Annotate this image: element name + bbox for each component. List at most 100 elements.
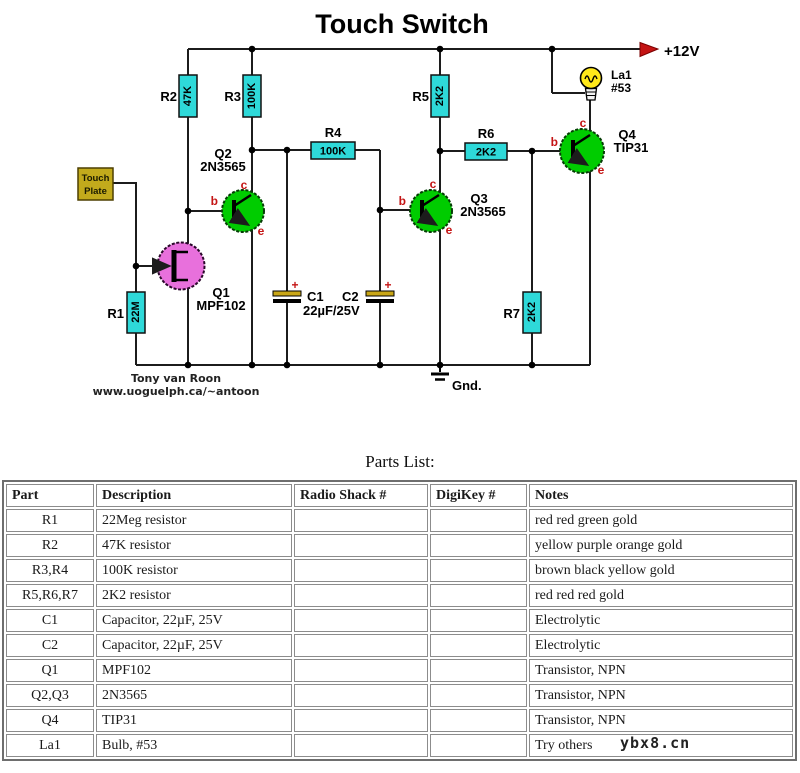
- circuit-diagram: Touch Switch: [77, 9, 699, 398]
- resistor-r2: R2 47K: [160, 74, 198, 118]
- bulb-icon: [579, 66, 603, 90]
- circuit-wires: [113, 48, 640, 366]
- cell-digikey: [430, 559, 527, 582]
- resistor-r1: R1 22M: [107, 291, 146, 334]
- cell-radio-shack: [294, 659, 428, 682]
- pin-label-e: e: [258, 224, 265, 238]
- transistor-part: MPF102: [196, 298, 245, 313]
- parts-list-heading: Parts List:: [365, 452, 435, 471]
- col-header-digikey: DigiKey #: [430, 484, 527, 507]
- pin-label-c: c: [430, 177, 437, 191]
- resistor-value: 47K: [182, 86, 194, 106]
- cell-digikey: [430, 534, 527, 557]
- resistor-body: [464, 142, 508, 161]
- table-row: R1 22Meg resistor red red green gold: [6, 509, 793, 532]
- cell-radio-shack: [294, 709, 428, 732]
- cell-description: MPF102: [96, 659, 292, 682]
- table-row: C2 Capacitor, 22µF, 25V Electrolytic: [6, 634, 793, 657]
- resistor-value: 2K2: [476, 147, 496, 159]
- cell-description: Capacitor, 22µF, 25V: [96, 634, 292, 657]
- lamp-part: #53: [611, 81, 631, 95]
- cell-radio-shack: [294, 584, 428, 607]
- cell-part: Q2,Q3: [6, 684, 94, 707]
- resistor-name: R2: [160, 89, 177, 104]
- resistor-body: [126, 291, 146, 334]
- credit-name: Tony van Roon: [131, 372, 221, 385]
- table-header-row: Part Description Radio Shack # DigiKey #…: [6, 484, 793, 507]
- touch-plate-label-2: Plate: [84, 186, 107, 197]
- cell-description: Capacitor, 22µF, 25V: [96, 609, 292, 632]
- cell-radio-shack: [294, 509, 428, 532]
- fet-channel-bar: [171, 250, 177, 282]
- cell-notes: brown black yellow gold: [529, 559, 793, 582]
- transistor-name: Q3: [470, 191, 487, 206]
- resistor-body: [310, 141, 356, 160]
- lamp-name: La1: [611, 68, 632, 82]
- cell-part: C1: [6, 609, 94, 632]
- ground-label: Gnd.: [452, 378, 482, 393]
- cell-notes: Try others: [529, 734, 793, 757]
- table-row: R5,R6,R7 2K2 resistor red red red gold: [6, 584, 793, 607]
- resistor-body: [178, 74, 198, 118]
- resistor-r3: R3 100K: [224, 74, 262, 118]
- cap-shared-value: 22µF/25V: [303, 303, 360, 318]
- resistor-r6: R6 2K2: [464, 126, 508, 161]
- cell-digikey: [430, 659, 527, 682]
- cell-radio-shack: [294, 734, 428, 757]
- junction-dots: [132, 45, 556, 369]
- cap-plate-negative: [273, 299, 301, 303]
- cap-plate-positive: [365, 290, 395, 297]
- cap-plate-positive: [272, 290, 302, 297]
- resistor-value: 100K: [246, 83, 258, 109]
- cell-part: Q1: [6, 659, 94, 682]
- resistor-body: [522, 291, 542, 334]
- resistor-value: 22M: [130, 301, 142, 322]
- capacitor-c2: +: [365, 278, 395, 303]
- cell-notes: Transistor, NPN: [529, 709, 793, 732]
- resistor-r7: R7 2K2: [503, 291, 542, 334]
- table-row: Q4 TIP31 Transistor, NPN: [6, 709, 793, 732]
- watermark: ybx8.cn: [620, 734, 691, 752]
- cap-plate-negative: [366, 299, 394, 303]
- pin-label-e: e: [446, 223, 453, 237]
- parts-list-table: Part Description Radio Shack # DigiKey #…: [2, 480, 797, 761]
- cap-c1-label: C1: [307, 289, 324, 304]
- resistor-name: R3: [224, 89, 241, 104]
- table-row: C1 Capacitor, 22µF, 25V Electrolytic: [6, 609, 793, 632]
- supply-arrow-icon: [639, 41, 660, 58]
- resistor-name: R1: [107, 306, 124, 321]
- transistor-name: Q1: [212, 285, 229, 300]
- resistor-body: [242, 74, 262, 118]
- touch-plate-label-1: Touch: [82, 173, 110, 184]
- cell-radio-shack: [294, 634, 428, 657]
- cell-notes: Electrolytic: [529, 609, 793, 632]
- resistor-value: 100K: [320, 146, 346, 158]
- cell-description: 100K resistor: [96, 559, 292, 582]
- cell-description: 22Meg resistor: [96, 509, 292, 532]
- touch-plate: Touch Plate: [77, 167, 114, 201]
- cap-plus: +: [291, 278, 298, 292]
- cell-description: 2K2 resistor: [96, 584, 292, 607]
- table-row: La1 Bulb, #53 Try others: [6, 734, 793, 757]
- resistor-value: 2K2: [434, 86, 446, 106]
- cell-description: 47K resistor: [96, 534, 292, 557]
- cell-description: 2N3565: [96, 684, 292, 707]
- cell-description: Bulb, #53: [96, 734, 292, 757]
- capacitor-c1: +: [272, 278, 302, 303]
- resistor-name: R5: [412, 89, 429, 104]
- pin-label-e: e: [598, 163, 605, 177]
- resistor-r5: R5 2K2: [412, 74, 450, 118]
- cell-notes: yellow purple orange gold: [529, 534, 793, 557]
- resistor-name: R4: [325, 125, 342, 140]
- pin-label-c: c: [241, 178, 248, 192]
- table-row: R2 47K resistor yellow purple orange gol…: [6, 534, 793, 557]
- fet-body: [156, 241, 206, 291]
- col-header-notes: Notes: [529, 484, 793, 507]
- transistor-q3: Q3 2N3565 b c e: [399, 177, 506, 237]
- transistor-name: Q2: [214, 146, 231, 161]
- cell-digikey: [430, 734, 527, 757]
- transistor-part: TIP31: [614, 140, 649, 155]
- cell-digikey: [430, 609, 527, 632]
- transistor-q1: Q1 MPF102: [151, 241, 246, 313]
